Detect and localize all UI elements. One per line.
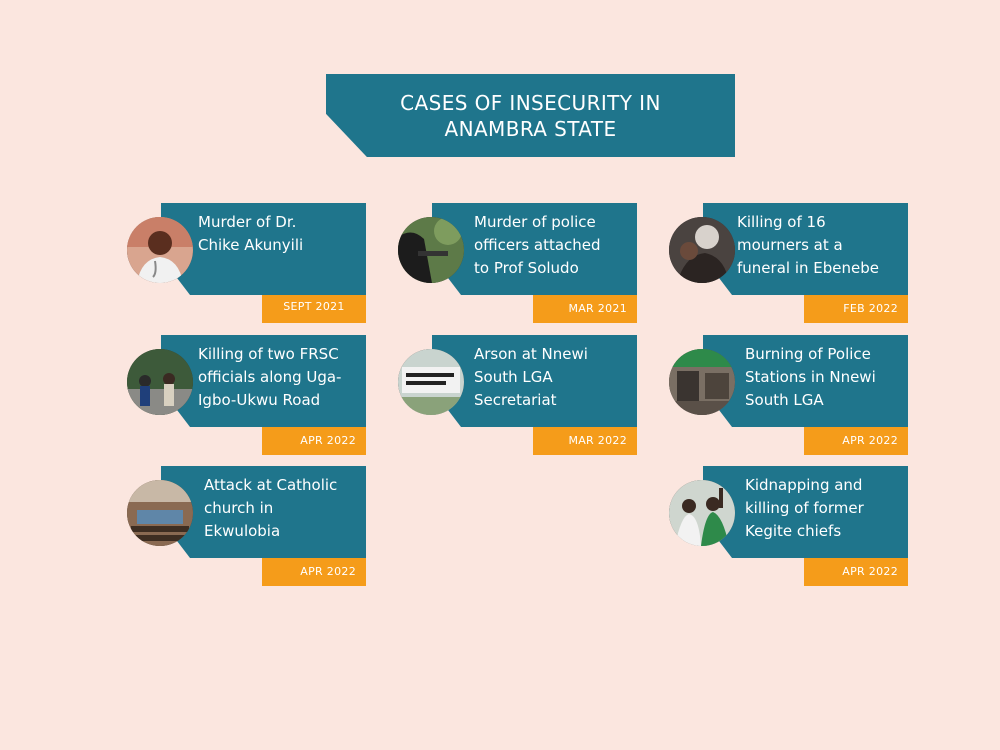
case-panel [161, 203, 366, 295]
case-label: Murder of Dr. Chike Akunyili [198, 213, 304, 254]
diagram-title: CASES OF INSECURITY IN ANAMBRA STATE [400, 90, 661, 141]
case-panel [703, 203, 908, 295]
case-label: Kidnapping and killing of former Kegite … [745, 476, 864, 540]
case-date: MAR 2021 [533, 295, 637, 323]
case-panel [703, 466, 908, 558]
case-date: APR 2022 [262, 427, 366, 455]
case-card-police-officers: Murder of police officers attached to Pr… [398, 203, 640, 331]
case-label: Killing of 16 mourners at a funeral in E… [737, 213, 879, 277]
case-card-frsc: Killing of two FRSC officials along Uga-… [127, 335, 369, 463]
case-date: APR 2022 [804, 558, 908, 586]
case-card-arson: Arson at Nnewi South LGA Secretariat MAR… [398, 335, 640, 463]
headquarters-sign-photo [398, 349, 464, 415]
case-panel [161, 466, 366, 558]
armed-officer-photo [398, 217, 464, 283]
case-panel [432, 335, 637, 427]
case-date: SEPT 2021 [262, 295, 366, 323]
case-panel [703, 335, 908, 427]
case-label: Killing of two FRSC officials along Uga-… [198, 345, 342, 409]
case-label: Arson at Nnewi South LGA Secretariat [474, 345, 588, 409]
case-panel [432, 203, 637, 295]
case-label: Burning of Police Stations in Nnewi Sout… [745, 345, 876, 409]
case-label: Attack at Catholic church in Ekwulobia [204, 476, 338, 540]
roadside-crowd-photo [127, 349, 193, 415]
case-label: Murder of police officers attached to Pr… [474, 213, 601, 277]
mourners-photo [669, 217, 735, 283]
man-portrait-photo [127, 217, 193, 283]
case-card-akunyili: Murder of Dr. Chike Akunyili SEPT 2021 [127, 203, 369, 331]
case-date: MAR 2022 [533, 427, 637, 455]
case-card-police-stations: Burning of Police Stations in Nnewi Sout… [669, 335, 911, 463]
burnt-building-photo [669, 349, 735, 415]
diagram-title-box: CASES OF INSECURITY IN ANAMBRA STATE [326, 74, 735, 157]
church-interior-photo [127, 480, 193, 546]
case-panel [161, 335, 366, 427]
celebrating-crowd-photo [669, 480, 735, 546]
case-date: APR 2022 [804, 427, 908, 455]
case-card-church: Attack at Catholic church in Ekwulobia A… [127, 466, 369, 594]
case-date: APR 2022 [262, 558, 366, 586]
case-date: FEB 2022 [804, 295, 908, 323]
case-card-kegite: Kidnapping and killing of former Kegite … [669, 466, 911, 594]
case-card-mourners: Killing of 16 mourners at a funeral in E… [669, 203, 911, 331]
